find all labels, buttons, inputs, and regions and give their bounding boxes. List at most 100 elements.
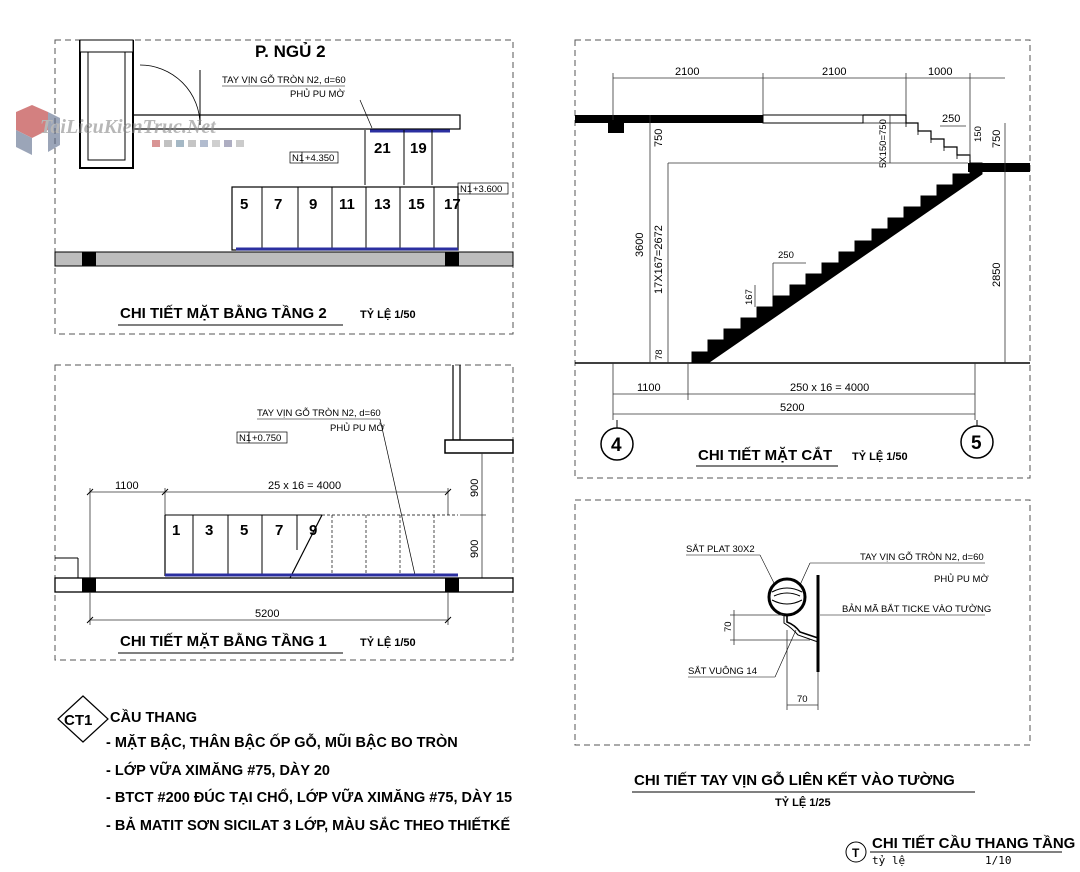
plan-level1: N1 +0.750 TAY VỊN GỖ TRÒN N2, d=60 PHỦ P…: [54, 364, 514, 661]
plan1-column: [82, 578, 96, 592]
section-dim-2850: 2850: [991, 263, 1003, 287]
section-beam: [608, 115, 624, 133]
plan2-level1-box: [289, 151, 339, 164]
stamp-scale-value: 1/10: [985, 854, 1012, 867]
section-axis-4-label: 4: [611, 435, 622, 456]
plan2-level1-tag: N1: [292, 153, 304, 164]
stamp-symbol: T: [852, 846, 860, 860]
section-dim-run: 250 x 16 = 4000: [790, 382, 869, 394]
plan2-step-number: 15: [408, 196, 425, 213]
plan2-scale: TỶ LỆ 1/50: [360, 308, 416, 321]
section-dim-3600: 3600: [634, 233, 646, 257]
plan2-step-number: 17: [444, 196, 461, 213]
stamp: T CHI TIẾT CẦU THANG TẦNG 1 tỷ lệ 1/10: [845, 835, 1080, 867]
section-dim-150: 150: [973, 126, 984, 142]
plan1-step-number: 3: [205, 522, 213, 539]
notes-item: - LỚP VỮA XIMĂNG #75, DÀY 20: [106, 763, 330, 779]
plan1-title: CHI TIẾT MẶT BẰNG TẦNG 1: [120, 632, 327, 650]
plan1-dim-run: 25 x 16 = 4000: [268, 480, 341, 492]
plan2-column: [82, 252, 96, 266]
handrail-title: CHI TIẾT TAY VỊN GỖ LIÊN KẾT VÀO TƯỜNG: [634, 771, 955, 789]
plan1-handrail-spec: TAY VỊN GỖ TRÒN N2, d=60: [257, 407, 381, 419]
section: 2100 2100 1000 250 150 5X150=750 750 360…: [574, 39, 1031, 479]
section-dim-1000: 1000: [928, 66, 952, 78]
handrail-spec-label: TAY VỊN GỖ TRÒN N2, d=60: [860, 551, 984, 563]
section-dim-2100a: 2100: [675, 66, 699, 78]
plan2-wall-left: [79, 40, 134, 169]
plan2-step-number: 7: [274, 196, 282, 213]
watermark-text: TaiLieuKienTruc.Net: [40, 116, 217, 138]
plan1-treads-hidden: [322, 514, 458, 576]
handrail-plate-label: SẮT PLAT 30X2: [686, 544, 755, 555]
section-dim-78: 78: [654, 349, 665, 360]
section-dim-5x150: 5X150=750: [878, 119, 889, 168]
plan1-dim-total: 5200: [255, 608, 279, 620]
plan1-leader: [379, 418, 416, 576]
section-dim-17x167: 17X167=2672: [653, 225, 665, 294]
plan1-dim-1100: 1100: [115, 480, 139, 492]
plan1-frame: [54, 364, 514, 661]
plan2-step-number: 13: [374, 196, 391, 213]
plan2-level2-tag: N1: [460, 184, 472, 195]
plan2-wall-left-inner: [87, 40, 126, 161]
ct1-tag: CT1: [64, 712, 92, 729]
section-dim-total: 5200: [780, 402, 804, 414]
plan1-wall-stub: [444, 439, 514, 454]
stamp-title: CHI TIẾT CẦU THANG TẦNG 1: [872, 835, 1080, 852]
watermark-swatches: [152, 140, 244, 147]
plan1-cut-line: [289, 514, 323, 579]
section-title: CHI TIẾT MẶT CẮT: [698, 446, 832, 464]
plan1-level-box: [236, 431, 288, 444]
plan1-step-number: 1: [172, 522, 180, 539]
stamp-scale-label: tỷ lệ: [872, 854, 905, 867]
section-frame: [574, 39, 1031, 479]
notes-item: - MẶT BẬC, THÂN BẬC ỐP GỖ, MŨI BẬC BO TR…: [106, 735, 458, 751]
plan2-landing-edge: [132, 114, 461, 130]
watermark: TaiLieuKienTruc.Net: [16, 105, 244, 155]
plan2-wall-top: [79, 39, 134, 53]
plan1-scale: TỶ LỆ 1/50: [360, 636, 416, 649]
handrail-anchor-label: BẢN MÃ BẮT TICKE VÀO TƯỜNG: [842, 603, 991, 615]
section-dim-750-left: 750: [653, 129, 665, 147]
plan2-step-number: 19: [410, 140, 427, 157]
plan1-wall-right: [452, 365, 461, 441]
plan1-step-number: 7: [275, 522, 283, 539]
plan1-step-number: 5: [240, 522, 248, 539]
plan1-level-value: +0.750: [252, 433, 281, 444]
plan2-door-arc: [139, 64, 201, 126]
plan2-step-number: 9: [309, 196, 317, 213]
plan2-handrail-finish: PHỦ PU MỜ: [290, 88, 345, 100]
handrail-dim-h: 70: [797, 694, 808, 705]
plan2-level2-value: +3.600: [473, 184, 502, 195]
section-scale: TỶ LỆ 1/50: [852, 450, 908, 463]
plan2-column: [445, 252, 459, 266]
plan2-leader: [359, 99, 373, 129]
plan2-treads: [261, 187, 435, 250]
plan2-slab: [54, 251, 514, 267]
plan2-frame: [54, 39, 514, 335]
section-dim-250-top: 250: [942, 113, 960, 125]
handrail-finish-label: PHỦ PU MỜ: [934, 573, 989, 585]
plan2-handrail-spec: TAY VỊN GỖ TRÒN N2, d=60: [222, 74, 346, 86]
plan-level2: N1 +4.350 N1 +3.600 5 7 9 11 13 15 17 21…: [54, 39, 514, 335]
handrail-detail: 70 70 SẮT PLAT 30X2 TAY VỊN GỖ TRÒN N2, …: [574, 499, 1031, 809]
section-dim-750-right: 750: [991, 130, 1003, 148]
section-dim-2100b: 2100: [822, 66, 846, 78]
plan1-slab: [54, 577, 514, 593]
section-lower-flight: [691, 162, 983, 364]
plan2-step-number: 11: [339, 196, 355, 213]
section-axis-5-label: 5: [971, 433, 982, 454]
section-landing: [968, 163, 1030, 172]
handrail-dim-v: 70: [723, 621, 734, 632]
section-upper-slab: [575, 115, 763, 123]
handrail-bracket: [786, 615, 819, 639]
notes-heading: CẦU THANG: [110, 710, 197, 726]
plan1-dim-900-top: 900: [469, 479, 481, 497]
plan1-treads: [165, 514, 322, 576]
plan2-step-number: 21: [374, 140, 391, 157]
plan2-level1-value: +4.350: [305, 153, 334, 164]
handrail-scale: TỶ LỆ 1/25: [775, 796, 831, 809]
section-upper-slab-open: [762, 114, 864, 124]
notes-item: - BẢ MATIT SƠN SICILAT 3 LỚP, MÀU SẮC TH…: [106, 818, 511, 834]
